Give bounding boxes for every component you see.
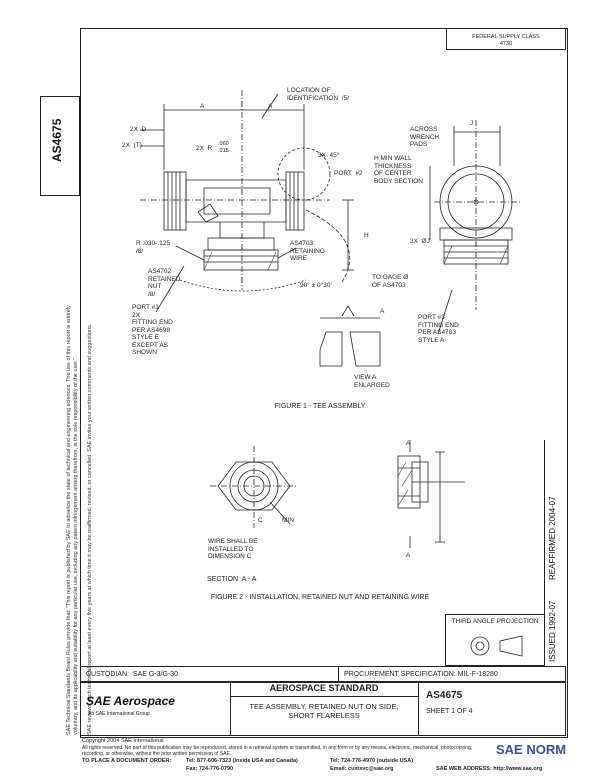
sae-brand-sub: An SAE International Group: [88, 711, 150, 717]
label-wire-note: WIRE SHALL BE INSTALLED TO DIMENSION C: [208, 538, 258, 560]
figure1-caption: FIGURE 1 - TEE ASSEMBLY: [274, 403, 366, 410]
federal-supply-class-box: FEDERAL SUPPLY CLASS 4730: [446, 28, 566, 50]
footer-web: SAE WEB ADDRESS: http://www.sae.org: [436, 766, 543, 772]
label-angle: 90° ± 0°30': [300, 282, 332, 289]
footer-order-label: TO PLACE A DOCUMENT ORDER:: [82, 758, 172, 764]
reaffirmed-label: REAFFIRMED 2004-07: [548, 496, 557, 580]
doc-number-strip: [40, 96, 80, 196]
title-block: [80, 682, 566, 736]
footer-rights: All rights reserved. No part of this pub…: [82, 745, 473, 751]
title-divider-2: [418, 682, 419, 736]
label-port-3: PORT #3 FITTING END PER AS4703 STYLE A: [418, 314, 459, 344]
procurement-spec: PROCUREMENT SPECIFICATION: MIL-F-18280: [344, 671, 498, 678]
label-section-aa: SECTION A - A: [207, 576, 257, 583]
label-view-a-ref: A: [380, 308, 385, 315]
third-angle-label: THIRD ANGLE PROJECTION: [451, 618, 539, 625]
footer-phone-1: Tel: 877-606-7323 (inside USA and Canada…: [186, 758, 298, 764]
side-legal-line-2: voluntary, and its applicability and sui…: [73, 357, 79, 735]
figure1-drawing: [140, 90, 520, 367]
aerospace-standard: AEROSPACE STANDARD: [269, 683, 379, 693]
label-a-bottom: A: [406, 552, 411, 559]
third-angle-projection-box: THIRD ANGLE PROJECTION: [445, 614, 545, 666]
footer-fax: Fax: 724-776-0790: [186, 766, 234, 772]
footer-phone-2: Tel: 724-776-4970 (outside USA): [330, 758, 414, 764]
footer-rights-2: recording, or otherwise, without the pri…: [82, 751, 232, 757]
document-title: TEE ASSEMBLY, RETAINED NUT ON SIDE, SHOR…: [249, 702, 399, 720]
issued-label: ISSUED 1992-07: [548, 600, 557, 662]
figure2-caption: FIGURE 2 - INSTALLATION, RETAINED NUT AN…: [210, 594, 430, 601]
label-as4703-wire: AS4703 RETAINING WIRE: [290, 240, 325, 262]
sheet-number: SHEET 1 OF 4: [426, 708, 473, 715]
doc-number-vertical: AS4675: [50, 118, 64, 162]
label-dim-j: J: [470, 120, 474, 127]
custodian-divider: [338, 666, 339, 682]
label-dim-a-right: A: [268, 103, 273, 110]
label-3x-45: 3X 45°: [318, 152, 340, 159]
side-legal-line-1: SAE Technical Standards Board Rules prov…: [66, 305, 72, 735]
custodian-row: [80, 666, 566, 682]
sae-brand: SAE Aerospace: [86, 694, 175, 708]
sae-logo: SAE Aerospace: [86, 694, 175, 708]
label-3x-d: 3X ØJ: [410, 238, 430, 245]
label-port-2: PORT #2: [334, 170, 363, 177]
figure2-drawing: [210, 440, 465, 548]
label-2x-r: 2X R: [196, 145, 213, 152]
label-2x-t: 2X (T): [122, 142, 142, 149]
label-dim-a-left: A: [200, 103, 205, 110]
label-min: MIN: [282, 517, 294, 524]
label-min-wall: H MIN WALL THICKNESS OF CENTER BODY SECT…: [374, 155, 424, 185]
label-port-1: PORT #1 2X FITTING END PER AS4698 STYLE …: [132, 304, 173, 356]
label-to-gage: TO GAGE Ø OF AS4703: [372, 274, 409, 289]
projection-symbol: [470, 635, 523, 657]
label-2x-d: 2X D: [130, 126, 147, 133]
footer-email: Email: custsvc@sae.org: [330, 766, 394, 772]
drawing-frame: [80, 28, 568, 738]
label-a-top: A: [406, 440, 411, 447]
label-r-030: R .030-.125 /8/: [136, 240, 170, 255]
title-divider-1: [230, 682, 231, 736]
federal-supply-class: FEDERAL SUPPLY CLASS 4730: [472, 34, 540, 47]
custodian: CUSTODIAN: SAE G-3/G-30: [86, 671, 179, 678]
label-across-wrench: ACROSS WRENCH PADS: [410, 126, 440, 148]
label-r-value: .060 .015: [218, 141, 229, 154]
label-as4702: AS4702 RETAINED NUT /8/: [148, 268, 181, 298]
label-dim-h: H: [364, 232, 369, 239]
label-c: C: [258, 517, 263, 524]
title-divider-h: [230, 696, 418, 697]
label-view-a: VIEW A ENLARGED: [354, 374, 390, 389]
footer-copyright: Copyright 2004 SAE International: [82, 738, 164, 744]
doc-number: AS4675: [426, 690, 463, 701]
watermark-text: SAE NORM: [496, 742, 567, 757]
sae-norm-watermark: SAE NORM: [496, 742, 566, 757]
right-strip-divider: [544, 440, 545, 665]
label-location-identification: LOCATION OF IDENTIFICATION /5/: [287, 87, 349, 102]
